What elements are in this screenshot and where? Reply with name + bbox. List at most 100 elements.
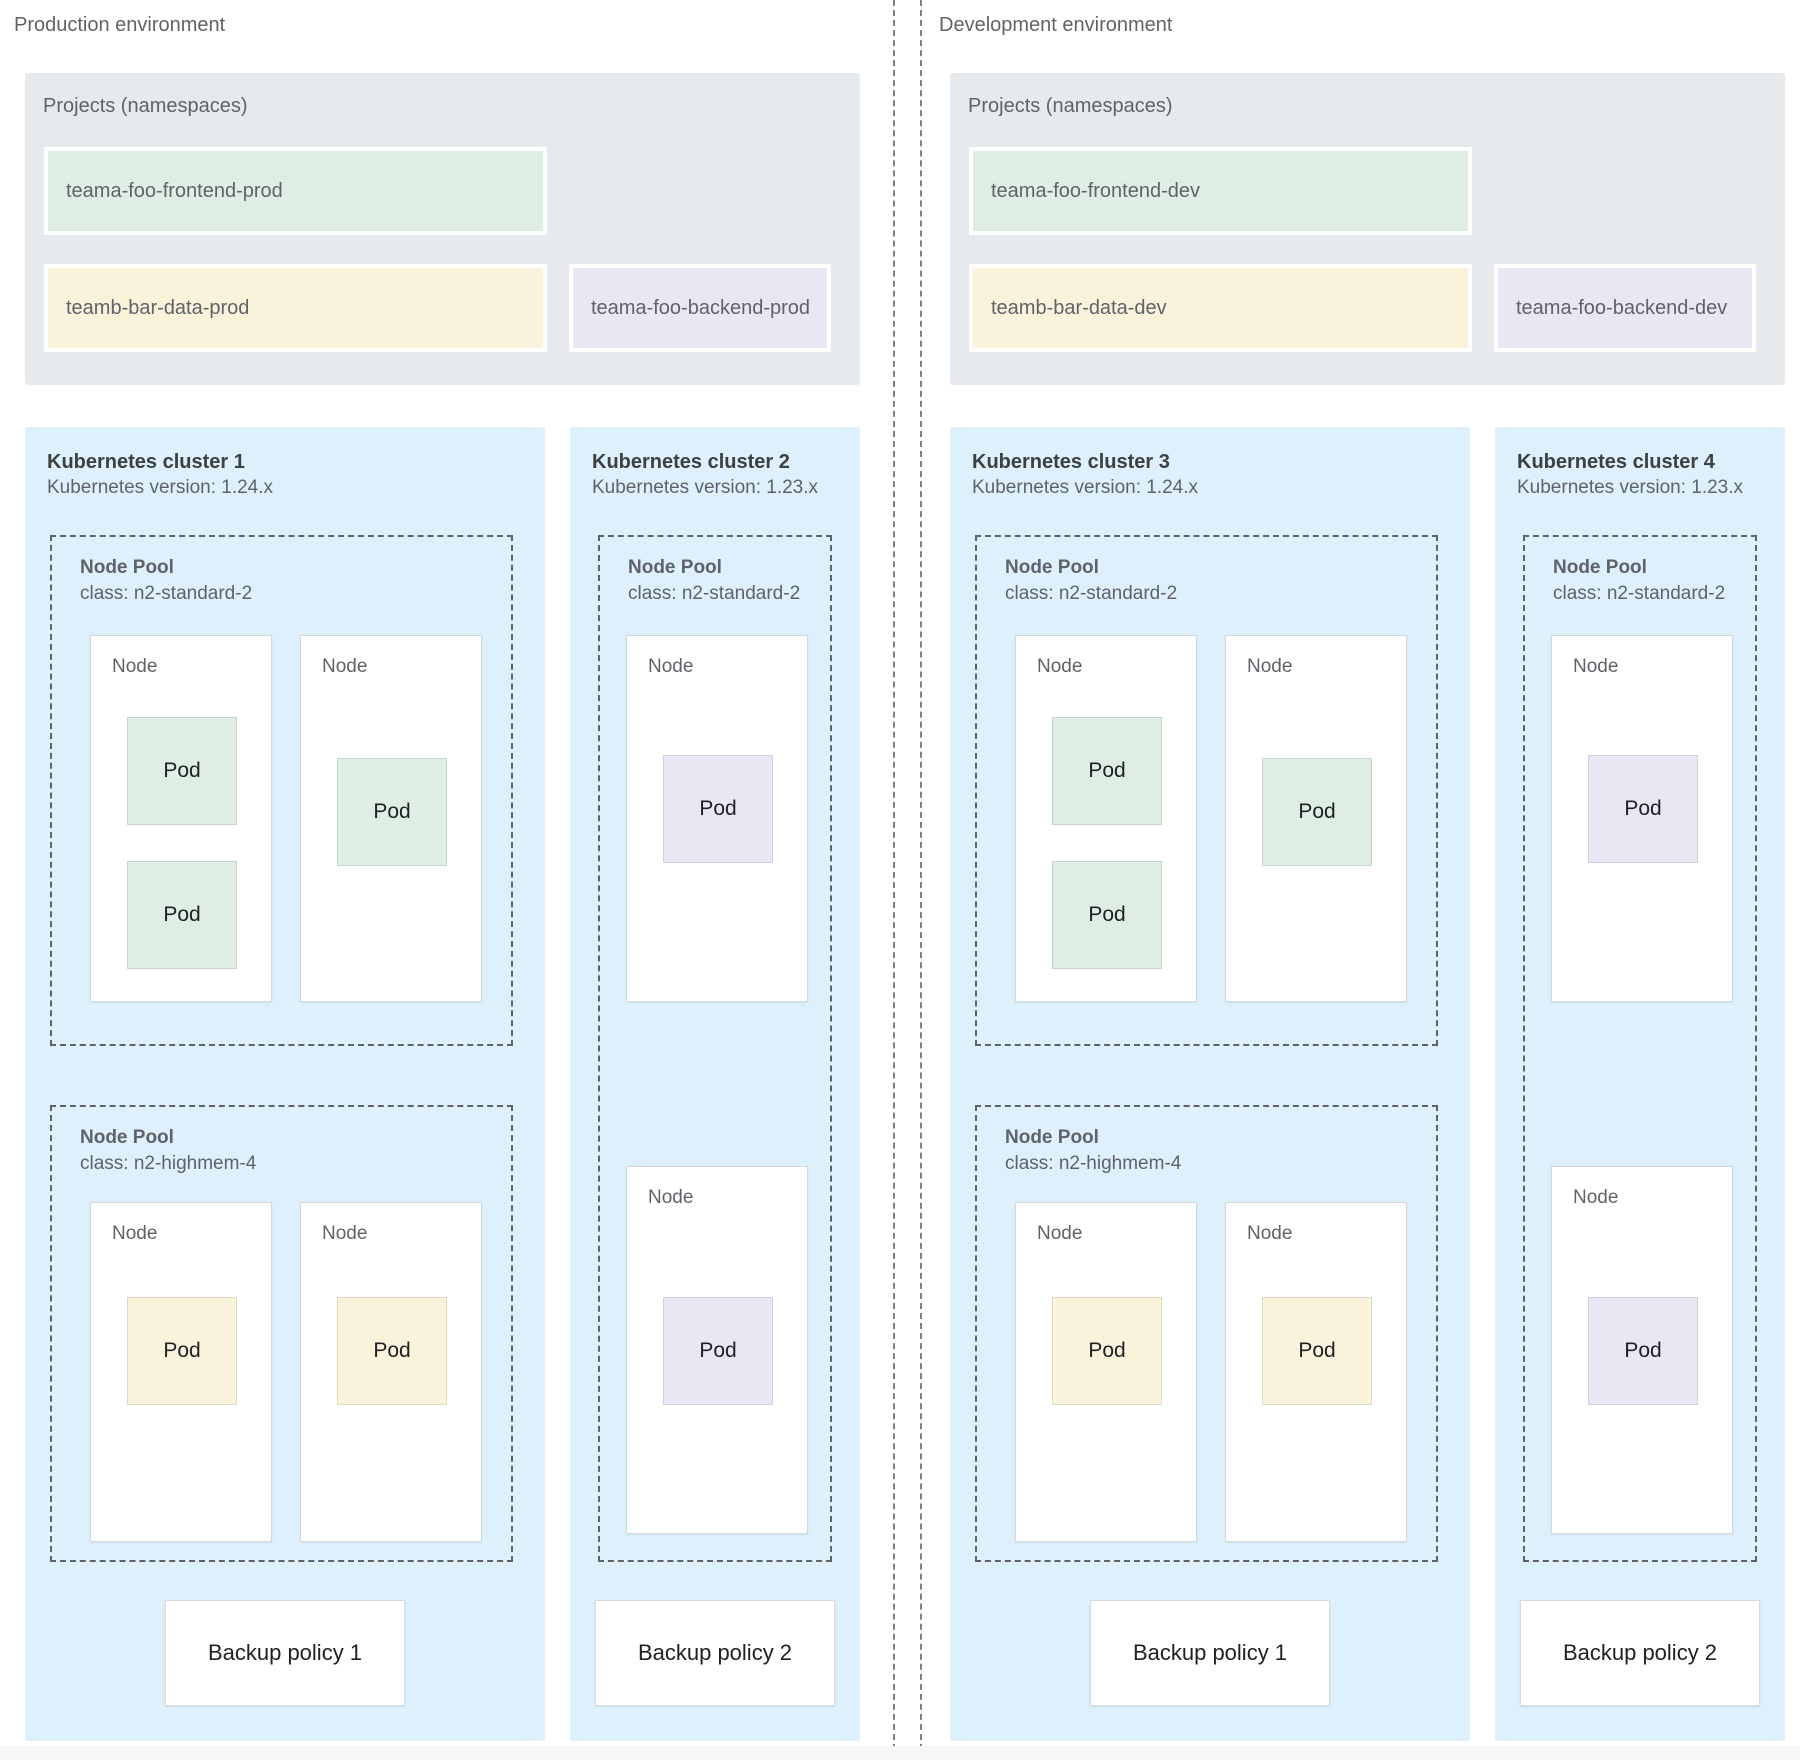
node-pool-name: Node Pool <box>1005 1127 1099 1148</box>
projects-title: Projects (namespaces) <box>968 95 1173 117</box>
namespace-teama-foo-backend-dev: teama-foo-backend-dev <box>1494 264 1756 352</box>
node-pool-name: Node Pool <box>80 1127 174 1148</box>
pod-label: Pod <box>1088 1339 1126 1362</box>
node-box: Node Pod Pod <box>90 635 272 1002</box>
production-projects-panel: Projects (namespaces) teama-foo-frontend… <box>25 73 860 385</box>
node-pool-name: Node Pool <box>628 557 722 578</box>
cluster-1-panel: Kubernetes cluster 1 Kubernetes version:… <box>25 427 545 1741</box>
node-box: Node Pod <box>1551 635 1733 1002</box>
environment-separator-line-left <box>893 0 895 1760</box>
node-box: Node Pod <box>1225 1202 1407 1542</box>
cluster-4-node-pool-standard: Node Pool class: n2-standard-2 Node Pod … <box>1523 535 1757 1562</box>
cluster-1-node-pool-highmem: Node Pool class: n2-highmem-4 Node Pod N… <box>50 1105 513 1562</box>
pod-box: Pod <box>1588 755 1698 863</box>
pod-label: Pod <box>1298 1339 1336 1362</box>
backup-policy-1-box: Backup policy 1 <box>165 1600 405 1706</box>
namespace-teamb-bar-data-prod: teamb-bar-data-prod <box>44 264 547 352</box>
namespace-teama-foo-frontend-prod: teama-foo-frontend-prod <box>44 147 547 235</box>
pod-box: Pod <box>127 717 237 825</box>
pod-label: Pod <box>373 800 411 823</box>
node-pool-class: class: n2-standard-2 <box>628 583 801 604</box>
backup-policy-label: Backup policy 1 <box>1132 1640 1288 1665</box>
namespace-label: teama-foo-frontend-dev <box>991 179 1201 202</box>
namespace-label: teamb-bar-data-prod <box>66 296 250 319</box>
node-box: Node Pod <box>1225 635 1407 1002</box>
pod-box: Pod <box>663 1297 773 1405</box>
pod-label: Pod <box>699 1339 737 1362</box>
node-pool-class: class: n2-standard-2 <box>1005 583 1178 604</box>
node-pool-name: Node Pool <box>1005 557 1099 578</box>
cluster-4-version: Kubernetes version: 1.23.x <box>1517 477 1744 498</box>
backup-policy-label: Backup policy 1 <box>207 1640 363 1665</box>
cluster-3-title: Kubernetes cluster 3 <box>972 451 1170 473</box>
namespace-label: teama-foo-frontend-prod <box>66 179 283 202</box>
node-label: Node <box>112 1223 158 1244</box>
node-label: Node <box>1037 1223 1083 1244</box>
node-pool-class: class: n2-standard-2 <box>1553 583 1726 604</box>
node-pool-name: Node Pool <box>1553 557 1647 578</box>
pod-box: Pod <box>127 861 237 969</box>
cluster-1-node-pool-standard: Node Pool class: n2-standard-2 Node Pod … <box>50 535 513 1046</box>
cluster-1-version: Kubernetes version: 1.24.x <box>47 477 274 498</box>
pod-label: Pod <box>163 1339 201 1362</box>
production-environment-label: Production environment <box>14 14 226 36</box>
node-box: Node Pod <box>90 1202 272 1542</box>
cluster-2-version: Kubernetes version: 1.23.x <box>592 477 819 498</box>
cluster-1-title: Kubernetes cluster 1 <box>47 451 245 473</box>
namespace-label: teama-foo-backend-dev <box>1516 296 1728 319</box>
pod-label: Pod <box>1624 1339 1662 1362</box>
pod-label: Pod <box>1624 797 1662 820</box>
node-label: Node <box>648 1187 694 1208</box>
node-box: Node Pod <box>300 635 482 1002</box>
node-pool-class: class: n2-highmem-4 <box>80 1153 257 1174</box>
node-label: Node <box>1247 1223 1293 1244</box>
node-label: Node <box>322 1223 368 1244</box>
pod-box: Pod <box>1588 1297 1698 1405</box>
projects-title: Projects (namespaces) <box>43 95 248 117</box>
namespace-label: teama-foo-backend-prod <box>591 296 811 319</box>
cluster-2-node-pool-standard: Node Pool class: n2-standard-2 Node Pod … <box>598 535 832 1562</box>
node-pool-name: Node Pool <box>80 557 174 578</box>
cluster-4-title: Kubernetes cluster 4 <box>1517 451 1715 473</box>
node-box: Node Pod <box>626 635 808 1002</box>
pod-box: Pod <box>337 758 447 866</box>
namespace-label: teamb-bar-data-dev <box>991 296 1167 319</box>
pod-label: Pod <box>1298 800 1336 823</box>
backup-policy-2-box: Backup policy 2 <box>595 1600 835 1706</box>
pod-box: Pod <box>337 1297 447 1405</box>
backup-policy-label: Backup policy 2 <box>1562 1640 1718 1665</box>
pod-label: Pod <box>163 903 201 926</box>
development-projects-panel: Projects (namespaces) teama-foo-frontend… <box>950 73 1785 385</box>
backup-policy-2-box: Backup policy 2 <box>1520 1600 1760 1706</box>
cluster-3-node-pool-highmem: Node Pool class: n2-highmem-4 Node Pod N… <box>975 1105 1438 1562</box>
node-label: Node <box>1573 1187 1619 1208</box>
pod-box: Pod <box>1052 1297 1162 1405</box>
namespace-teamb-bar-data-dev: teamb-bar-data-dev <box>969 264 1472 352</box>
pod-box: Pod <box>1262 758 1372 866</box>
node-pool-class: class: n2-standard-2 <box>80 583 253 604</box>
node-box: Node Pod Pod <box>1015 635 1197 1002</box>
pod-label: Pod <box>373 1339 411 1362</box>
namespace-teama-foo-backend-prod: teama-foo-backend-prod <box>569 264 831 352</box>
backup-policy-1-box: Backup policy 1 <box>1090 1600 1330 1706</box>
backup-policy-label: Backup policy 2 <box>637 1640 793 1665</box>
cluster-3-node-pool-standard: Node Pool class: n2-standard-2 Node Pod … <box>975 535 1438 1046</box>
pod-label: Pod <box>1088 903 1126 926</box>
pod-box: Pod <box>663 755 773 863</box>
node-label: Node <box>648 656 694 677</box>
node-label: Node <box>1573 656 1619 677</box>
node-box: Node Pod <box>626 1166 808 1534</box>
pod-box: Pod <box>1052 861 1162 969</box>
cluster-3-panel: Kubernetes cluster 3 Kubernetes version:… <box>950 427 1470 1741</box>
development-environment-label: Development environment <box>939 14 1173 36</box>
bottom-band <box>0 1746 1800 1760</box>
cluster-2-panel: Kubernetes cluster 2 Kubernetes version:… <box>570 427 860 1741</box>
cluster-4-panel: Kubernetes cluster 4 Kubernetes version:… <box>1495 427 1785 1741</box>
node-label: Node <box>322 656 368 677</box>
environment-separator-line-right <box>920 0 922 1760</box>
node-label: Node <box>112 656 158 677</box>
cluster-2-title: Kubernetes cluster 2 <box>592 451 790 473</box>
pod-box: Pod <box>1052 717 1162 825</box>
namespace-teama-foo-frontend-dev: teama-foo-frontend-dev <box>969 147 1472 235</box>
